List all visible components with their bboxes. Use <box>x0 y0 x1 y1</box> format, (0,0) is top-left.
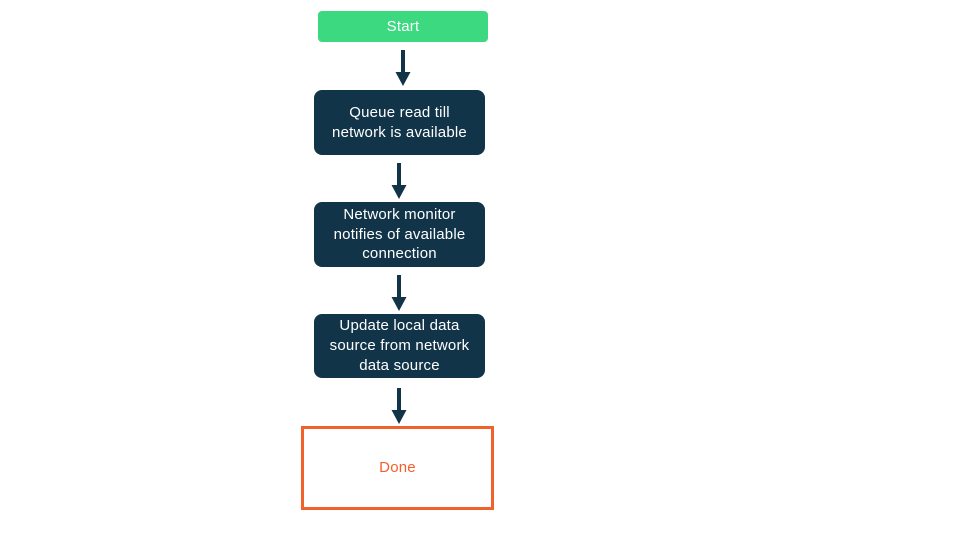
down-arrow-icon <box>391 388 407 424</box>
process-node-queue-read: Queue read till network is available <box>314 90 485 155</box>
done-node-label: Done <box>379 459 416 477</box>
process-node-network-monitor-label: Network monitor notifies of available co… <box>333 205 466 263</box>
down-arrow-icon <box>391 163 407 199</box>
start-node-label: Start <box>386 17 420 35</box>
process-node-update-local-data-label: Update local data source from network da… <box>329 317 470 374</box>
down-arrow-icon <box>391 275 407 311</box>
process-node-update-local-data: Update local data source from network da… <box>314 314 485 378</box>
done-node: Done <box>301 426 494 510</box>
process-node-network-monitor: Network monitor notifies of available co… <box>314 202 485 267</box>
start-node: Start <box>318 11 488 42</box>
down-arrow-icon <box>395 50 411 86</box>
process-node-queue-read-label: Queue read till network is available <box>332 103 467 141</box>
